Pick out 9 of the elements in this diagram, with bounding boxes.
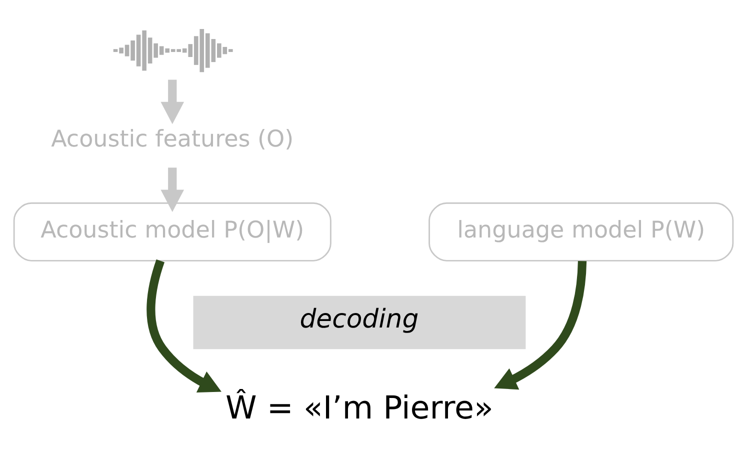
arrow <box>160 79 184 124</box>
node-box: language model P(W) <box>428 202 734 261</box>
node-box: Acoustic model P(O|W) <box>13 202 332 261</box>
node-text: Acoustic features (O) <box>51 126 294 152</box>
node-text: Ŵ = «I’m Pierre» <box>226 390 494 426</box>
arrow <box>160 167 184 212</box>
node-box: decoding <box>193 295 526 349</box>
arrow <box>146 258 222 392</box>
arrow <box>494 260 587 390</box>
